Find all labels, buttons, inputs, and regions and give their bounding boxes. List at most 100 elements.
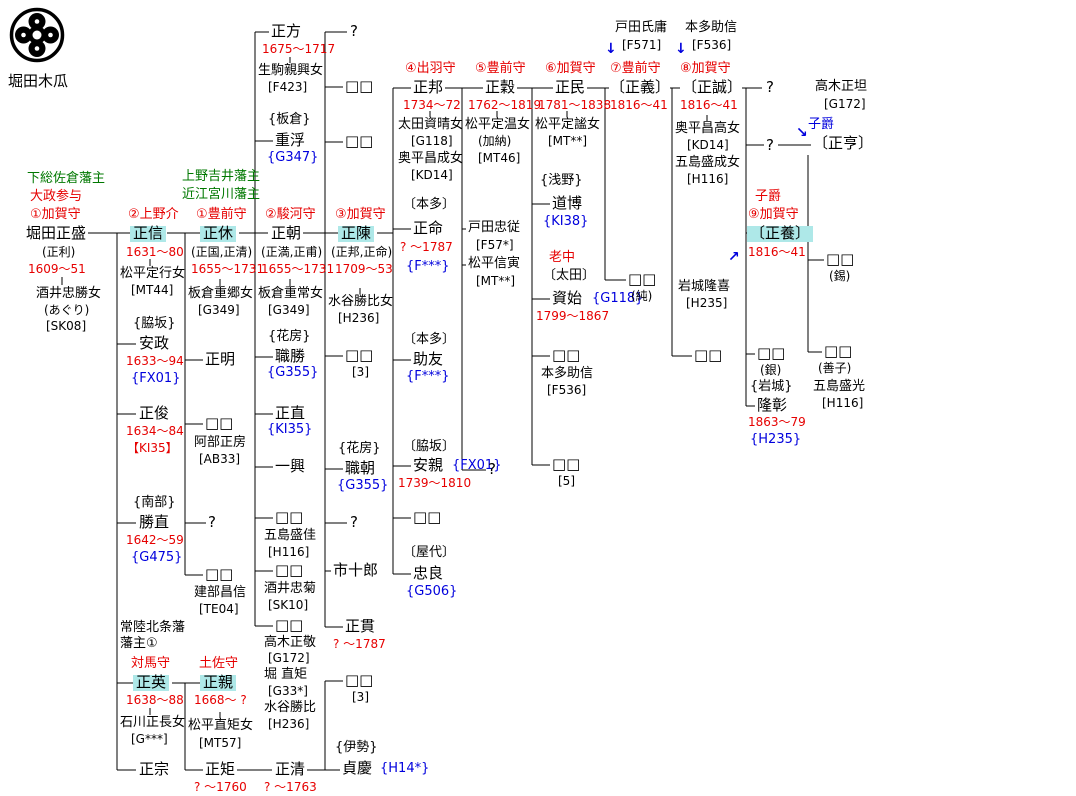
person-label-159: □□ [552, 346, 581, 364]
alias-label-139: (加納) [478, 134, 512, 148]
spouse-label-164: 戸田氏庸 [615, 20, 668, 35]
person-label-50: 正親 [200, 674, 237, 691]
spouse-label-58: 生駒親興女 [258, 63, 324, 78]
link-label-153[interactable]: {KI38} [543, 214, 589, 229]
date-label-57: 1675～1717 [262, 42, 336, 56]
person-label-121: 正命 [413, 219, 444, 237]
date-label-137: 1762～1819 [468, 98, 542, 112]
link-label-103[interactable]: {G355} [337, 478, 389, 493]
code-label-100: [3] [352, 365, 369, 379]
note-label-69: {花房} [268, 329, 311, 344]
person-label-169: □□ [628, 270, 657, 288]
link-label-112[interactable]: {H14*} [380, 761, 430, 776]
person-label-45: ? [208, 513, 216, 531]
link-label-123[interactable]: {F***} [406, 259, 450, 274]
date-label-158: 1799～1867 [536, 309, 610, 323]
spouse-label-39: 板倉重郷女 [188, 286, 254, 301]
person-label-90: ? [350, 22, 358, 40]
person-label-74: 一興 [275, 457, 306, 475]
link-label-197[interactable]: 子爵 [808, 117, 835, 132]
person-label-42: □□ [205, 414, 234, 432]
person-label-32: 正宗 [139, 760, 170, 778]
person-label-92: □□ [345, 132, 374, 150]
person-label-41: 正明 [205, 350, 236, 368]
link-label-126[interactable]: {F***} [406, 369, 450, 384]
hotta-mokko-crest-icon [9, 7, 65, 63]
date-label-29: 1638～88 [126, 693, 184, 707]
link-label-71[interactable]: {G355} [267, 365, 319, 380]
person-label-106: 正貫 [345, 617, 376, 635]
date-label-66: 1655～1731 [261, 262, 335, 276]
person-label-167: 〔正義〕 [610, 78, 671, 96]
person-label-125: 助友 [413, 350, 444, 368]
person-label-199: □□ [826, 250, 855, 268]
code-label-44: [AB33] [199, 452, 241, 466]
date-label-96: 1709～53 [335, 262, 393, 276]
person-label-99: □□ [345, 346, 374, 364]
note-label-127: 〔脇坂〕 [403, 439, 456, 454]
link-label-134[interactable]: {G506} [406, 584, 458, 599]
person-label-56: 正方 [271, 22, 302, 40]
date-label-38: 1655～1731 [191, 262, 265, 276]
title-label-185: 子爵 [755, 189, 782, 204]
title-label-49: 土佐守 [199, 656, 239, 671]
date-label-188: 1816～41 [748, 245, 806, 259]
title-label-154: 老中 [549, 250, 576, 265]
spouse-label-176: 奥平昌高女 [675, 121, 741, 136]
family-crest: 堀田木瓜 [8, 6, 78, 91]
person-label-133: 忠良 [413, 564, 444, 582]
code-label-117: [G118] [411, 134, 453, 148]
person-label-88: 正清 [275, 760, 306, 778]
link-label-129[interactable]: {FX01} [452, 458, 502, 473]
note-label-120: 〔本多〕 [403, 197, 456, 212]
person-label-18: 正俊 [139, 404, 170, 422]
person-label-102: 職朝 [345, 459, 376, 477]
date-label-107: ? ～1787 [333, 637, 386, 651]
date-label-148: 1781～1838 [538, 98, 612, 112]
person-label-201: □□ [824, 342, 853, 360]
title-label-186: ⑨加賀守 [748, 207, 799, 222]
person-label-78: □□ [275, 561, 304, 579]
code-label-85: [G33*] [268, 684, 308, 698]
person-label-184: ? [766, 136, 774, 154]
date-label-16: 1633～94 [126, 354, 184, 368]
note-label-26: 藩主① [120, 636, 158, 651]
spouse-label-43: 阿部正房 [194, 435, 247, 450]
link-label-73[interactable]: {KI35} [267, 422, 313, 437]
code-label-68: [G349] [268, 303, 310, 317]
spouse-label-12: 松平定行女 [120, 266, 186, 281]
note-label-60: {板倉} [268, 112, 311, 127]
domain-label-33: 上野吉井藩主 [182, 169, 261, 184]
spouse-label-178: 五島盛成女 [675, 155, 741, 170]
link-label-62[interactable]: {G347} [267, 150, 319, 165]
alias-label-170: (純) [631, 289, 653, 303]
code-label-163: [5] [558, 474, 575, 488]
person-label-192: 隆彰 [757, 396, 788, 414]
link-label-17[interactable]: {FX01} [131, 371, 181, 386]
person-label-111: 貞慶 [342, 759, 373, 777]
title-label-166: ⑦豊前守 [610, 61, 661, 76]
adoption-arrow-icon-208: ↘ [796, 125, 808, 141]
link-label-194[interactable]: {H235} [750, 432, 802, 447]
code-label-161: [F536] [547, 383, 587, 397]
domain-label-0: 下総佐倉藩主 [27, 171, 106, 186]
date-label-51: 1668～ ? [194, 693, 247, 707]
spouse-label-180: 岩城隆喜 [678, 279, 731, 294]
person-label-128: 安親 [413, 456, 444, 474]
person-label-91: □□ [345, 77, 374, 95]
title-label-2: ①加賀守 [30, 207, 81, 222]
person-label-10: 正信 [130, 225, 167, 242]
spouse-label-171: 本多助信 [685, 20, 738, 35]
person-label-147: 正民 [555, 78, 586, 96]
date-label-55: ? ～1760 [194, 780, 247, 794]
code-label-53: [MT57] [199, 736, 242, 750]
link-label-157[interactable]: {G118} [592, 291, 644, 306]
date-label-89: ? ～1763 [264, 780, 317, 794]
note-label-124: 〔本多〕 [403, 332, 456, 347]
link-label-24[interactable]: {G475} [131, 550, 183, 565]
domain-label-34: 近江宮川藩主 [182, 187, 261, 202]
date-label-122: ? ～1787 [400, 240, 453, 254]
alias-label-190: (銀) [760, 363, 782, 377]
